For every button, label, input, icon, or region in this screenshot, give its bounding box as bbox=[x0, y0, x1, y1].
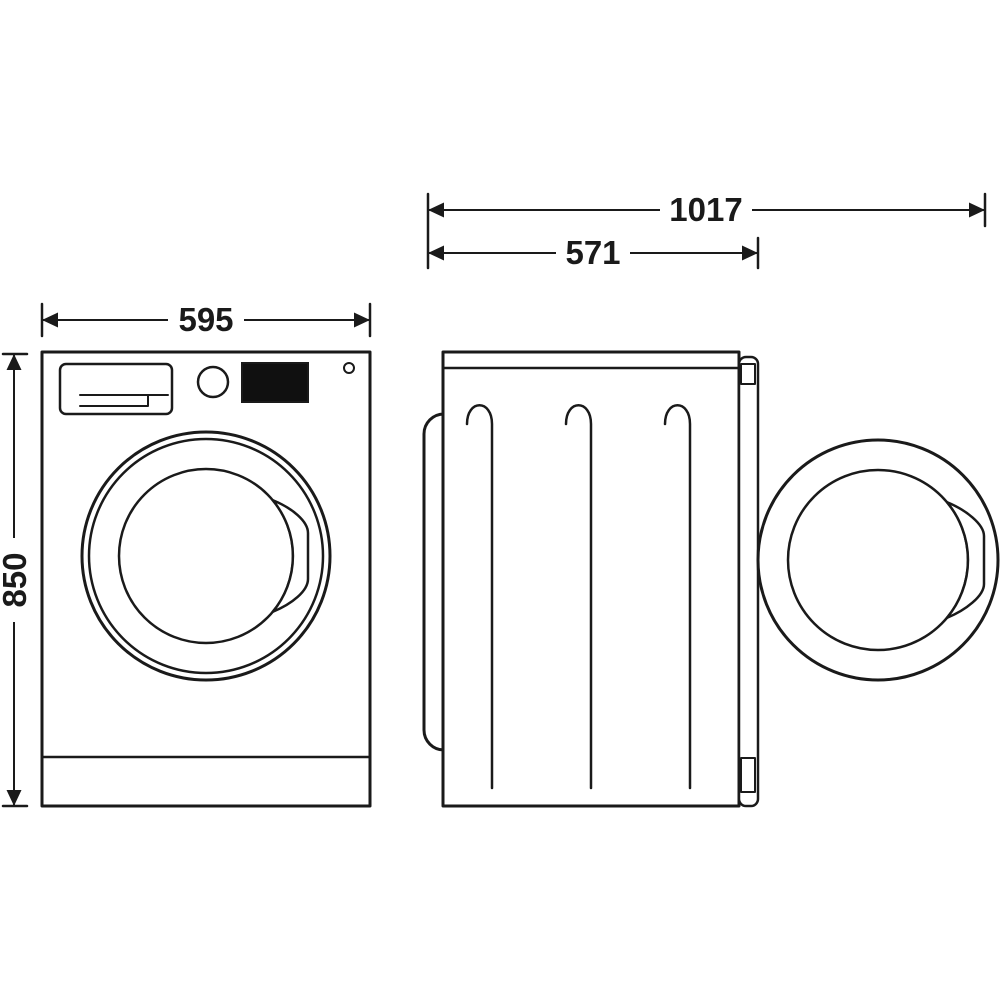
open-door-inner bbox=[786, 468, 970, 652]
arrow-left-icon bbox=[428, 245, 444, 261]
dimension-total-depth: 1017 bbox=[426, 191, 987, 270]
detergent-drawer bbox=[58, 362, 174, 416]
dimension-front-height: 850 bbox=[0, 352, 33, 808]
drawer-handle-lines bbox=[79, 394, 169, 407]
arrow-down-icon bbox=[6, 790, 22, 806]
arrow-left-icon bbox=[42, 312, 58, 328]
control-knob bbox=[196, 365, 230, 399]
arrow-up-icon bbox=[6, 354, 22, 370]
dim-1017-label: 1017 bbox=[669, 191, 742, 228]
front-panel-strip bbox=[737, 355, 760, 808]
arrow-right-icon bbox=[969, 202, 985, 218]
dimension-front-width: 595 bbox=[40, 301, 372, 338]
arrow-left-icon bbox=[428, 202, 444, 218]
dim-850-label: 850 bbox=[0, 552, 33, 607]
display-panel bbox=[241, 362, 309, 403]
arrow-right-icon bbox=[742, 245, 758, 261]
panel-seam-2 bbox=[564, 404, 593, 790]
panel-seam-3 bbox=[663, 404, 692, 790]
hinge-block-bottom bbox=[740, 757, 756, 793]
dim-571-label: 571 bbox=[565, 234, 620, 271]
door-handle bbox=[271, 498, 310, 614]
open-door-handle bbox=[945, 500, 986, 620]
power-led-icon bbox=[343, 362, 355, 374]
door-window bbox=[117, 467, 295, 645]
arrow-right-icon bbox=[354, 312, 370, 328]
dimension-body-depth: 571 bbox=[428, 234, 760, 271]
panel-seam-1 bbox=[465, 404, 494, 790]
front-view bbox=[40, 350, 372, 808]
dim-595-label: 595 bbox=[178, 301, 233, 338]
hinge-block-top bbox=[740, 363, 756, 385]
side-view bbox=[422, 350, 1000, 808]
